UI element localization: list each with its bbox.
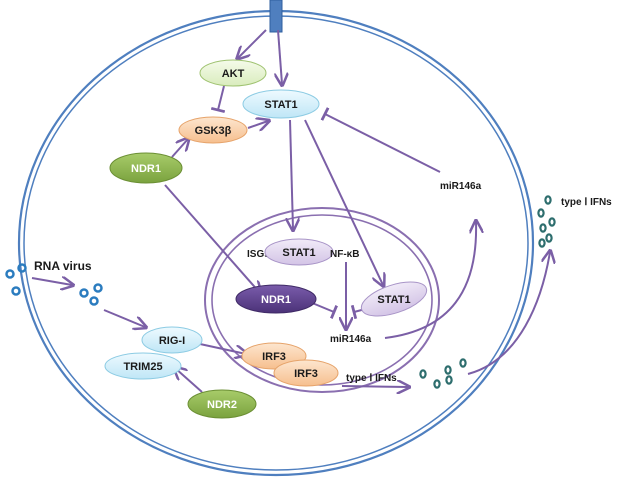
node-ndr1-cytoplasm: NDR1 xyxy=(109,152,183,184)
node-ndr1-nucleus: NDR1 xyxy=(235,284,317,314)
ifn-particles-outside xyxy=(537,195,556,248)
node-stat1-isgs-label: STAT1 xyxy=(282,247,315,259)
label-type-ifn-outside: type Ⅰ IFNs xyxy=(561,197,612,208)
arrow-ndr2-to-trim25 xyxy=(175,368,203,393)
node-akt-label: AKT xyxy=(222,68,245,80)
arrow-rig-i-to-irf3 xyxy=(199,343,246,354)
node-rig-i-label: RIG-I xyxy=(159,335,185,347)
receptor xyxy=(269,0,283,33)
node-stat1-nucleus-label: STAT1 xyxy=(377,294,410,306)
node-gsk3b-label: GSK3β xyxy=(195,125,232,137)
node-irf3-a-label: IRF3 xyxy=(262,351,286,363)
node-ndr1-nucleus-label: NDR1 xyxy=(261,294,291,306)
node-akt: AKT xyxy=(199,59,267,87)
node-trim25-label: TRIM25 xyxy=(123,361,162,373)
rna-virus-particles-outside xyxy=(5,263,27,296)
node-ndr2: NDR2 xyxy=(187,389,257,419)
node-gsk3b: GSK3β xyxy=(178,116,248,144)
arrow-stat1-to-nuclear-stat1 xyxy=(304,119,383,285)
arrow-gsk3b-to-stat1 xyxy=(247,121,268,128)
arrow-virus-entry xyxy=(31,278,72,285)
nucleus-membrane-outer xyxy=(204,207,440,393)
inhibit-mir146a-to-stat1 xyxy=(320,107,441,173)
label-mir146a-cytoplasm: miR146a xyxy=(440,181,482,192)
node-irf3-b: IRF3 xyxy=(273,359,339,387)
arrow-receptor-to-stat1 xyxy=(278,29,282,84)
arrow-receptor-to-akt xyxy=(238,29,267,58)
arrow-ifn-secretion xyxy=(467,252,550,375)
label-rna-virus: RNA virus xyxy=(34,259,92,273)
node-ndr2-label: NDR2 xyxy=(207,399,237,411)
nucleus-membrane-inner xyxy=(211,214,433,386)
rna-virus-particles-inside xyxy=(79,283,103,306)
inhibit-akt-gsk3b xyxy=(210,85,226,114)
arrow-virus-to-rig-i xyxy=(103,309,145,327)
node-stat1-top: STAT1 xyxy=(242,89,320,119)
arrow-irf3-to-ifn xyxy=(341,386,408,387)
arrow-ndr1-to-nuclear-ndr1 xyxy=(164,184,260,293)
label-mir146a-nucleus: miR146a xyxy=(330,334,372,345)
node-stat1-isgs: STAT1 xyxy=(264,238,334,266)
node-stat1-nucleus: STAT1 xyxy=(360,281,428,317)
node-rig-i: RIG-I xyxy=(141,326,203,354)
node-trim25: TRIM25 xyxy=(104,352,182,380)
label-type-ifn-nucleus: type Ⅰ IFNs xyxy=(346,373,397,384)
node-ndr1-cytoplasm-label: NDR1 xyxy=(131,163,161,175)
node-stat1-top-label: STAT1 xyxy=(264,99,297,111)
label-nfkb: NF-κB xyxy=(330,249,359,260)
arrow-ndr1-to-gsk3b xyxy=(171,139,188,158)
ifn-particles-cytoplasm xyxy=(419,358,467,389)
arrow-mir146a-to-cytoplasm xyxy=(384,222,476,339)
arrow-stat1-to-isgs-stat1 xyxy=(290,119,293,229)
label-isgs: ISGs xyxy=(247,249,270,260)
node-irf3-b-label: IRF3 xyxy=(294,368,318,380)
